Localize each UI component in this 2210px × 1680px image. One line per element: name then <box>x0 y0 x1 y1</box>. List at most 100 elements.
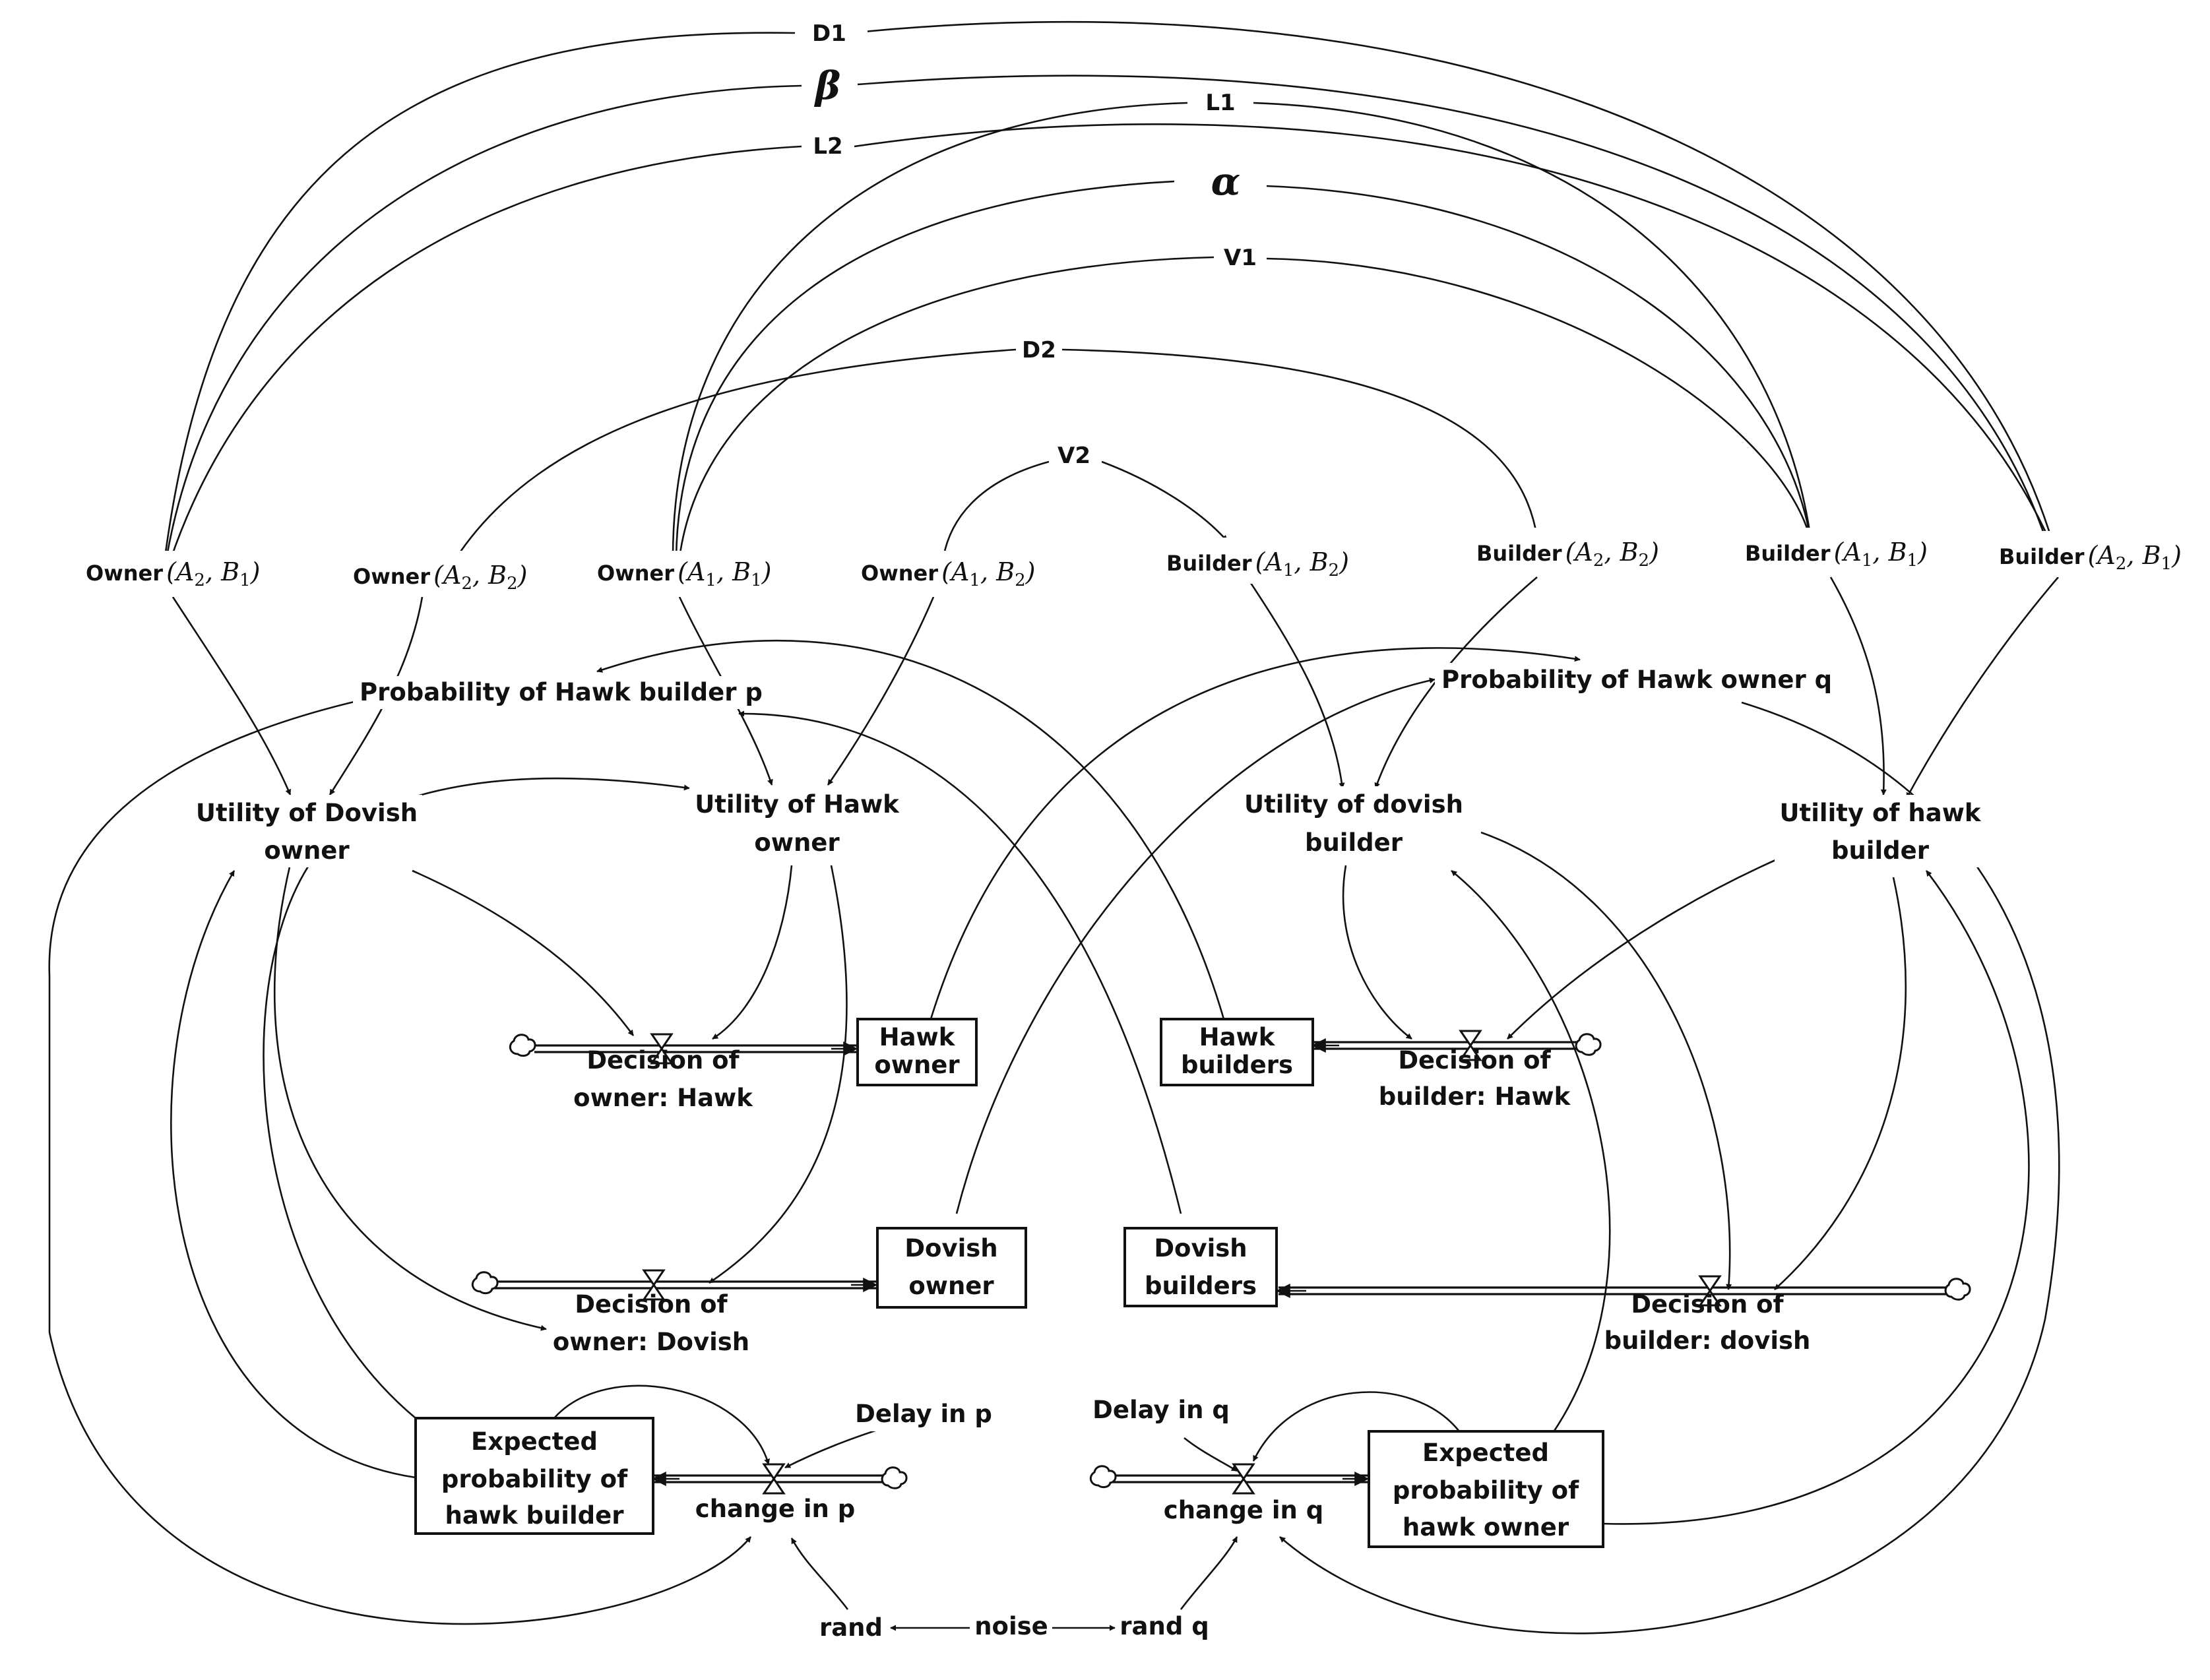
node-owner-a1b2: Owner (A1, B2) <box>856 551 1054 597</box>
node-builder-a1b1: Builder (A1, B1) <box>1742 528 1953 574</box>
node-owner-a1b1-prefix: Owner <box>597 561 674 586</box>
svg-text:Owner (A1, B2): Owner (A1, B2) <box>861 557 1035 590</box>
parameters: D1 β L1 L2 α V1 D2 V2 <box>795 16 1267 472</box>
valve-decision-builder-hawk <box>1459 1030 1482 1061</box>
stock-hawk-builders-line2: builders <box>1181 1051 1293 1079</box>
aux-prob-hawk-builder-p: Probability of Hawk builder p <box>360 678 763 706</box>
aux-rand: rand <box>819 1613 883 1642</box>
stock-dovish-builders-line2: builders <box>1145 1272 1257 1300</box>
aux-utility-dovish-owner-line2: owner <box>264 836 350 865</box>
param-beta: β <box>814 63 841 108</box>
stock-dovish-owner-line2: owner <box>908 1272 994 1300</box>
stock-dovish-builders-line1: Dovish <box>1154 1234 1247 1262</box>
pipe-change-q <box>1112 1474 1369 1483</box>
node-owner-a2b2: Owner (A2, B2) <box>348 551 546 597</box>
flow-decision-owner-hawk-line1: Decision of <box>586 1046 740 1074</box>
link-prob-p-change-p <box>48 699 752 1625</box>
node-builder-a1b2-prefix: Builder <box>1166 551 1252 576</box>
link-l1-owner-a1b1 <box>670 102 1188 558</box>
link-utility-dovish-builder-decision-dovish <box>1480 831 1732 1290</box>
link-beta-builder-a2b1 <box>857 75 2053 558</box>
valve-decision-builder-dovish <box>1698 1275 1722 1307</box>
param-alpha: α <box>1211 159 1241 204</box>
node-owner-a2b2-prefix: Owner <box>353 564 430 589</box>
stock-expected-q-line1: Expected <box>1422 1439 1549 1467</box>
link-builder-a1b1-utility-hawk-builder <box>1829 576 1887 795</box>
flow-decision-builder-hawk-line1: Decision of <box>1398 1046 1551 1074</box>
stock-expected-probability-q: Expected probability of hawk owner <box>1368 1430 1604 1548</box>
node-builder-a2b1-prefix: Builder <box>1999 544 2085 569</box>
link-l2-builder-a2b1 <box>854 123 2060 561</box>
cloud-builder-dovish-source <box>1944 1278 1971 1301</box>
flow-labels: Decision of owner: Hawk Decision of buil… <box>553 1046 1811 1524</box>
link-hawk-builders-prob-p <box>596 639 1225 1020</box>
svg-text:Owner (A1, B1): Owner (A1, B1) <box>597 557 771 590</box>
aux-utility-hawk-owner-line1: Utility of Hawk <box>695 790 900 819</box>
aux-utility-dovish-builder-line1: Utility of dovish <box>1244 790 1463 819</box>
node-builder-a2b1: Builder (A2, B1) <box>1996 531 2207 577</box>
cloud-owner-dovish-source <box>471 1271 499 1295</box>
node-owner-a1b2-prefix: Owner <box>861 561 938 586</box>
link-dovish-owner-prob-q <box>955 677 1436 1214</box>
svg-text:Owner (A2, B1): Owner (A2, B1) <box>86 557 260 590</box>
aux-utility-dovish-builder-line2: builder <box>1305 828 1403 857</box>
valve-decision-owner-dovish <box>642 1269 666 1301</box>
link-delay-q-change-q <box>1184 1437 1238 1472</box>
causal-links <box>48 21 2060 1634</box>
node-builder-a1b2: Builder (A1, B2) <box>1164 538 1369 584</box>
param-d2: D2 <box>1022 337 1056 363</box>
node-builder-a1b1-prefix: Builder <box>1745 541 1831 566</box>
link-d1-builder-a2b1 <box>864 21 2059 558</box>
link-owner-a2b1-utility-dovish-owner <box>172 596 292 795</box>
valve-change-p <box>762 1463 786 1495</box>
svg-text:Builder (A1, B2): Builder (A1, B2) <box>1166 547 1349 580</box>
link-utility-hawk-owner-decision-dovish <box>709 865 848 1284</box>
stock-hawk-owner: Hawk owner <box>856 1018 978 1086</box>
svg-text:Builder (A1, B1): Builder (A1, B1) <box>1745 538 1928 571</box>
flow-decision-owner-dovish-line2: owner: Dovish <box>553 1328 749 1356</box>
link-builder-a1b2-utility-dovish-builder <box>1246 576 1345 789</box>
node-builder-a2b2: Builder (A2, B2) <box>1474 528 1679 574</box>
flow-change-p: change in p <box>695 1495 855 1523</box>
payoff-nodes: Owner (A2, B1) Owner (A2, B2) Owner (A1,… <box>79 528 2207 597</box>
link-utility-dovish-owner-decision-hawk <box>412 869 635 1036</box>
link-rand-change-p <box>790 1538 849 1610</box>
node-owner-a1b1: Owner (A1, B1) <box>592 551 790 597</box>
valve-decision-owner-hawk <box>650 1033 674 1065</box>
flow-decision-builder-dovish-line2: builder: dovish <box>1604 1326 1811 1355</box>
link-builder-a2b1-utility-hawk-builder <box>1905 576 2059 799</box>
link-expected-q-change-q <box>1252 1391 1461 1462</box>
aux-utility-hawk-builder-line2: builder <box>1831 836 1930 865</box>
cloud-owner-hawk-source <box>509 1034 536 1057</box>
link-v2-owner-a1b2 <box>941 460 1050 558</box>
link-utility-dovish-builder-decision-hawk <box>1342 865 1412 1040</box>
flow-decision-builder-dovish-line1: Decision of <box>1631 1290 1784 1319</box>
link-rand-q-change-q <box>1180 1536 1238 1610</box>
stock-expected-q-line2: probability of <box>1393 1476 1579 1505</box>
aux-rand-q: rand q <box>1120 1612 1209 1640</box>
param-v1: V1 <box>1224 245 1257 271</box>
link-dovish-builders-prob-p <box>738 710 1182 1214</box>
aux-prob-hawk-owner-q: Probability of Hawk owner q <box>1441 666 1832 694</box>
link-utility-hawk-builder-decision-hawk <box>1507 856 1782 1040</box>
cloud-builder-hawk-source <box>1575 1033 1602 1056</box>
stock-expected-p-line2: probability of <box>441 1465 628 1493</box>
flow-pipes <box>495 1038 1946 1486</box>
stock-expected-p-line3: hawk builder <box>445 1501 625 1530</box>
stock-dovish-owner-line1: Dovish <box>904 1234 997 1262</box>
link-l1-builder-a1b1 <box>1253 102 1814 540</box>
svg-text:Builder (A2, B2): Builder (A2, B2) <box>1476 538 1659 571</box>
svg-text:Owner (A2, B2): Owner (A2, B2) <box>353 561 527 594</box>
aux-utility-dovish-owner-line1: Utility of Dovish <box>196 799 418 827</box>
stock-hawk-owner-line1: Hawk <box>879 1023 956 1051</box>
stock-expected-p-line1: Expected <box>471 1427 598 1456</box>
param-l1: L1 <box>1205 90 1235 116</box>
stocks: Hawk owner Hawk builders Dovish owner Do… <box>414 1018 1604 1548</box>
flow-valves <box>642 1030 1722 1495</box>
link-expected-p-utility-dovish-owner <box>170 870 416 1479</box>
param-l2: L2 <box>813 133 842 160</box>
link-v2-builder-a1b2 <box>1101 460 1228 542</box>
pipe-decision-owner-dovish <box>495 1280 877 1290</box>
node-builder-a2b2-prefix: Builder <box>1476 541 1562 566</box>
